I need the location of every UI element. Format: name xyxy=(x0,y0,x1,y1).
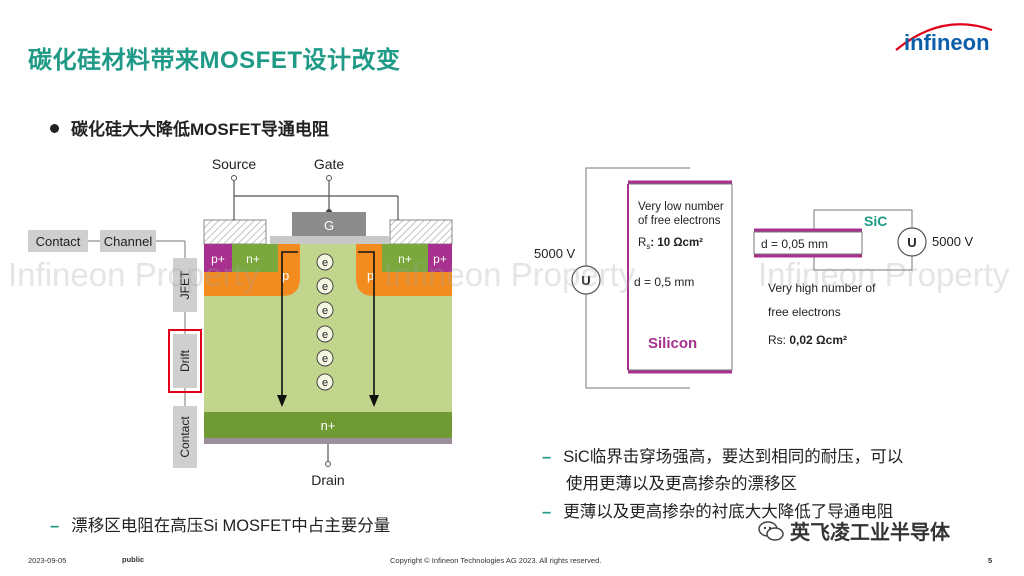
n-plus-left xyxy=(232,244,278,272)
source-terminal-label: Source xyxy=(212,156,257,172)
p-plus-right-label: p+ xyxy=(433,252,447,266)
silicon-block xyxy=(627,183,733,371)
n-plus-right-label: n+ xyxy=(398,252,412,266)
electron: e xyxy=(322,305,328,317)
p-plus-left-label: p+ xyxy=(211,252,225,266)
silicon-thickness: d = 0,5 mm xyxy=(634,275,694,289)
gate-terminal-node xyxy=(326,175,332,181)
source-contact-left xyxy=(203,219,267,245)
source-terminal-node xyxy=(231,175,237,181)
electron: e xyxy=(322,257,328,269)
gate-terminal-label: Gate xyxy=(314,156,345,172)
sic-circuit xyxy=(813,209,913,271)
left-note: –漂移区电阻在高压Si MOSFET中占主要分量 xyxy=(50,512,390,536)
p-plus-right xyxy=(428,244,452,272)
n-plus-right xyxy=(382,244,428,272)
right-note-1-cont: 使用更薄以及更高掺杂的漂移区 xyxy=(566,470,797,494)
electron: e xyxy=(322,281,328,293)
arrow-down-icon xyxy=(277,395,287,407)
electron: e xyxy=(322,353,328,365)
arrow-down-icon xyxy=(369,395,379,407)
drift-highlight-box xyxy=(168,329,202,393)
page-number: 5 xyxy=(988,556,993,565)
p-plus-left xyxy=(204,244,232,272)
wechat-badge: 英飞凌工业半导体 xyxy=(758,516,950,545)
sic-material-label: SiC xyxy=(864,213,887,229)
drain-metal xyxy=(204,438,452,444)
silicon-rs: Rs: 10 Ωcm² xyxy=(638,237,703,251)
footer-date: 2023-09-05 xyxy=(28,556,67,565)
electron: e xyxy=(322,329,328,341)
infineon-logo: infineon xyxy=(892,20,996,58)
contact-resistor-top xyxy=(28,230,88,252)
right-note-1-cont-text: 使用更薄以及更高掺杂的漂移区 xyxy=(566,475,797,493)
main-bullet: 碳化硅大大降低MOSFET导通电阻 xyxy=(50,115,329,140)
contact-resistor-bottom-label: Contact xyxy=(178,416,192,458)
channel-resistor xyxy=(100,230,156,252)
footer-copyright: Copyright © Infineon Technologies AG 202… xyxy=(390,556,602,565)
wechat-account-name: 英飞凌工业半导体 xyxy=(790,522,950,544)
bullet-dot-icon xyxy=(50,124,59,134)
drift-resistor-label: Drift xyxy=(178,349,192,372)
silicon-electrons-line1: Very low number xyxy=(638,201,724,213)
silicon-voltmeter-icon xyxy=(571,265,601,295)
n-plus-left-label: n+ xyxy=(246,252,260,266)
sic-meter-label: U xyxy=(907,235,916,250)
main-bullet-text: 碳化硅大大降低MOSFET导通电阻 xyxy=(71,120,329,139)
contact-resistor-top-label: Contact xyxy=(36,234,81,249)
drain-terminal-label: Drain xyxy=(311,472,344,488)
jfet-resistor xyxy=(173,258,197,312)
dash-marker: – xyxy=(542,503,552,521)
source-contact-right xyxy=(389,219,453,245)
right-note-1-text: SiC临界击穿场强高，要达到相同的耐压，可以 xyxy=(563,448,904,466)
drain-terminal-node xyxy=(325,461,331,467)
contact-resistor-bottom xyxy=(173,406,197,468)
right-note-1: –SiC临界击穿场强高，要达到相同的耐压，可以 xyxy=(542,443,903,467)
sic-electrons-line1: Very high number of xyxy=(768,281,876,295)
logo-wordmark: infineon xyxy=(904,30,990,55)
footer-classification: public xyxy=(122,555,145,564)
silicon-meter-label: U xyxy=(581,273,590,288)
right-note-2-text: 更薄以及更高掺杂的衬底大大降低了导通电阻 xyxy=(563,503,894,521)
si-vs-sic-diagram: U 5000 V Very low number of free electro… xyxy=(534,167,974,389)
drift-resistor xyxy=(173,334,197,388)
p-body-right-label: p xyxy=(367,268,374,283)
sic-block xyxy=(753,231,863,255)
slide-title: 碳化硅材料带来MOSFET设计改变 xyxy=(28,47,401,74)
sic-thickness: d = 0,05 mm xyxy=(761,237,828,251)
n-plus-substrate xyxy=(204,412,452,438)
sic-electrons-line2: free electrons xyxy=(768,305,841,319)
gate-electrode xyxy=(292,212,366,236)
dash-marker: – xyxy=(50,517,60,535)
electron-column: e e e e e e xyxy=(316,253,334,391)
gate-label: G xyxy=(324,218,334,233)
n-plus-substrate-label: n+ xyxy=(321,418,336,433)
left-note-text: 漂移区电阻在高压Si MOSFET中占主要分量 xyxy=(71,517,391,535)
current-path-arrows xyxy=(281,251,375,395)
wechat-icon xyxy=(758,520,784,541)
jfet-resistor-label: JFET xyxy=(178,270,192,299)
channel-resistor-label: Channel xyxy=(104,234,153,249)
silicon-voltage: 5000 V xyxy=(534,246,576,261)
mosfet-cross-section-diagram: Source Gate G p p p+ n+ n+ p+ e e e e e xyxy=(28,156,453,488)
dash-marker: – xyxy=(542,448,552,466)
right-note-2: –更薄以及更高掺杂的衬底大大降低了导通电阻 xyxy=(542,498,893,522)
silicon-electrons-line2: of free electrons xyxy=(638,215,721,227)
silicon-material-label: Silicon xyxy=(648,335,697,352)
sic-voltmeter-icon xyxy=(897,227,927,257)
electron: e xyxy=(322,377,328,389)
sic-rs: Rs: 0,02 Ωcm² xyxy=(768,333,847,347)
p-body-left-label: p xyxy=(282,268,289,283)
silicon-circuit xyxy=(585,167,690,389)
sic-voltage: 5000 V xyxy=(932,234,974,249)
